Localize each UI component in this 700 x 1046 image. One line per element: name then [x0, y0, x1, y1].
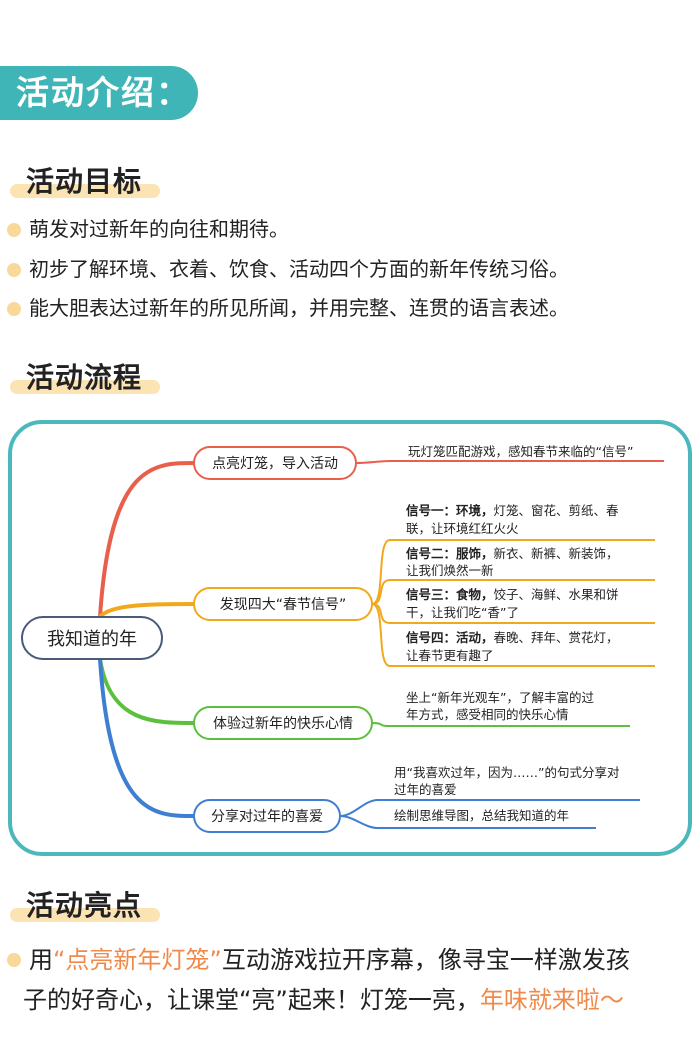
intro-title: 活动介绍： [16, 73, 191, 112]
section-title-goals: 活动目标 [0, 160, 200, 200]
section-title-highlights: 活动亮点 [0, 884, 200, 924]
bullet-dot-icon [7, 953, 21, 967]
highlights-title: 活动亮点 [26, 889, 143, 922]
bullet-dot-icon [7, 302, 21, 316]
list-item: 初步了解环境、衣着、饮食、活动四个方面的新年传统习俗。 [0, 254, 700, 284]
goals-title: 活动目标 [26, 165, 143, 198]
bullet-dot-icon [7, 263, 21, 277]
bullet-dot-icon [7, 223, 21, 237]
highlight-paragraph: 用“点亮新年灯笼”互动游戏拉开序幕，像寻宝一样激发孩 子的好奇心，让课堂“亮”起… [23, 946, 630, 1014]
list-item: 能大胆表达过新年的所见所闻，并用完整、连贯的语言表述。 [0, 293, 700, 323]
highlight-quote: “点亮新年灯笼” [53, 946, 222, 974]
highlight-quote: 年味就来啦～ [479, 986, 624, 1014]
mindmap-frame [8, 420, 692, 856]
intro-banner: 活动介绍： [0, 66, 198, 120]
section-title-process: 活动流程 [0, 356, 200, 396]
list-item: 萌发对过新年的向往和期待。 [0, 214, 700, 244]
process-title: 活动流程 [26, 361, 143, 394]
